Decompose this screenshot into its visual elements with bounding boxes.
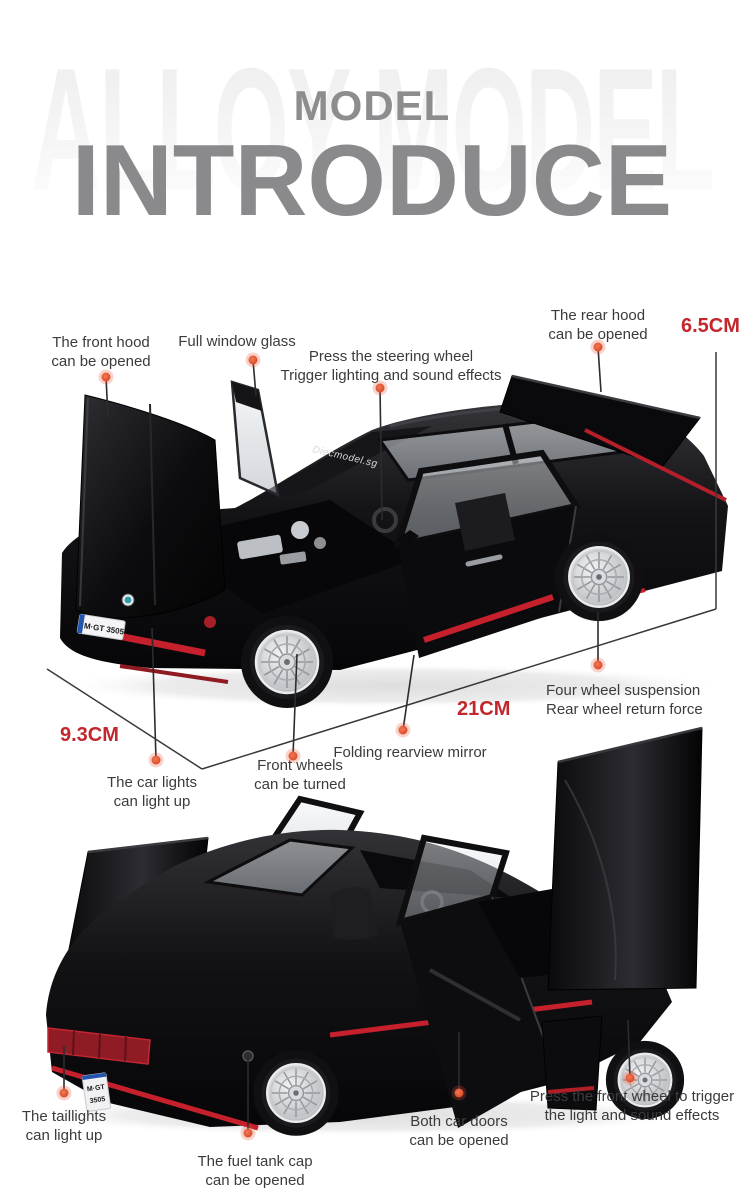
car2-rear-glass	[203, 838, 356, 897]
callout-car-lights: The car lights can light up	[107, 773, 197, 811]
svg-text:3505: 3505	[89, 1096, 106, 1105]
callout-front-wheels-line2: can be turned	[254, 776, 346, 793]
callout-steering-line1: Press the steering wheel	[308, 348, 474, 365]
callout-front-wheels-line1: Front wheels	[257, 757, 343, 774]
callout-front-wheels: Front wheels can be turned	[254, 756, 346, 794]
car2-open-hood-panel	[547, 726, 703, 991]
callout-full-window-glass: Full window glass	[178, 332, 296, 351]
car1-rear-wheel	[553, 531, 645, 623]
model-car-front-view-photo: M·GT 3505 Diecmodel.sg	[55, 374, 728, 710]
car2-fuel-cap	[242, 1050, 254, 1062]
dimension-label-length: 21CM	[457, 698, 511, 720]
callout-press-front-wheel: Press the front wheel to trigger the lig…	[530, 1087, 734, 1125]
car1-engine	[237, 521, 326, 565]
car2-open-door-right	[541, 1015, 603, 1111]
callout-taillights-line1: The taillights	[21, 1108, 107, 1125]
car2-seat	[330, 887, 378, 940]
dimension-label-height: 6.5CM	[681, 315, 740, 337]
car1-trunk-edge-highlight	[511, 374, 701, 420]
callout-rear-hood: The rear hood can be opened	[548, 306, 647, 344]
car2-open-door-left	[395, 834, 557, 1128]
callout-taillights-line2: can light up	[25, 1127, 103, 1144]
car1-hood-crease	[149, 403, 156, 606]
callout-both-doors-line1: Both car doors	[410, 1113, 508, 1130]
car1-seat	[455, 493, 515, 551]
car2-taillight-segments	[72, 1030, 127, 1062]
kicker-text: MODEL	[293, 82, 451, 129]
callout-four-wheel-suspension: Four wheel suspension Rear wheel return …	[546, 681, 703, 719]
callout-dot-full-window	[245, 352, 261, 368]
car1-license-plate: M·GT 3505	[76, 613, 126, 641]
callout-four-wheel-line2: Rear wheel return force	[546, 701, 703, 718]
car2-rear-wheel	[252, 1049, 340, 1137]
car1-folded-mirror	[396, 530, 419, 546]
callout-steering-wheel: Press the steering wheel Trigger lightin…	[281, 347, 502, 385]
car1-steering-wheel	[372, 507, 398, 533]
callout-car-lights-line1: The car lights	[106, 774, 198, 791]
car1-rear-stripe	[584, 428, 727, 502]
callout-fuel-tank-line2: can be opened	[205, 1172, 305, 1189]
callout-taillights: The taillights can light up	[22, 1107, 106, 1145]
car1-fog-lamp	[204, 616, 216, 628]
watermark-fade-overlay	[0, 42, 744, 272]
callout-fuel-tank-line1: The fuel tank cap	[197, 1153, 313, 1170]
callout-both-doors: Both car doors can be opened	[409, 1112, 508, 1150]
callout-front-hood-line1: The front hood	[52, 334, 150, 351]
car1-hood-edge-highlight	[79, 397, 89, 607]
car1-bmw-roundel	[121, 593, 135, 607]
callout-fuel-tank-cap: The fuel tank cap can be opened	[197, 1152, 312, 1190]
callout-front-hood: The front hood can be opened	[51, 333, 150, 371]
callout-folding-mirror: Folding rearview mirror	[333, 743, 486, 762]
car2-license-plate: M·GT 3505	[81, 1072, 112, 1112]
model-car-rear-view-photo: M3 M·GT 3505	[25, 726, 703, 1137]
svg-text:M·GT: M·GT	[87, 1084, 106, 1094]
page-title: INTRODUCE	[71, 125, 673, 237]
dimension-label-width: 9.3CM	[60, 724, 119, 746]
callout-rear-hood-line2: can be opened	[548, 326, 648, 343]
callout-press-wheel-line2: the light and sound effects	[544, 1107, 720, 1124]
car1-open-door	[393, 449, 581, 658]
callout-both-doors-line2: can be opened	[409, 1132, 509, 1149]
callout-front-hood-line2: can be opened	[51, 353, 151, 370]
callout-mirror-line1: Folding rearview mirror	[333, 744, 487, 761]
car1-door-handle	[465, 554, 503, 567]
callout-four-wheel-line1: Four wheel suspension	[546, 682, 701, 699]
callout-steering-line2: Trigger lighting and sound effects	[280, 367, 502, 384]
callout-rear-hood-line1: The rear hood	[550, 307, 646, 324]
callout-full-window-line1: Full window glass	[178, 333, 296, 350]
car1-open-hood-panel	[75, 394, 226, 619]
callout-press-wheel-line1: Press the front wheel to trigger	[529, 1088, 735, 1105]
callout-car-lights-line2: can light up	[113, 793, 191, 810]
